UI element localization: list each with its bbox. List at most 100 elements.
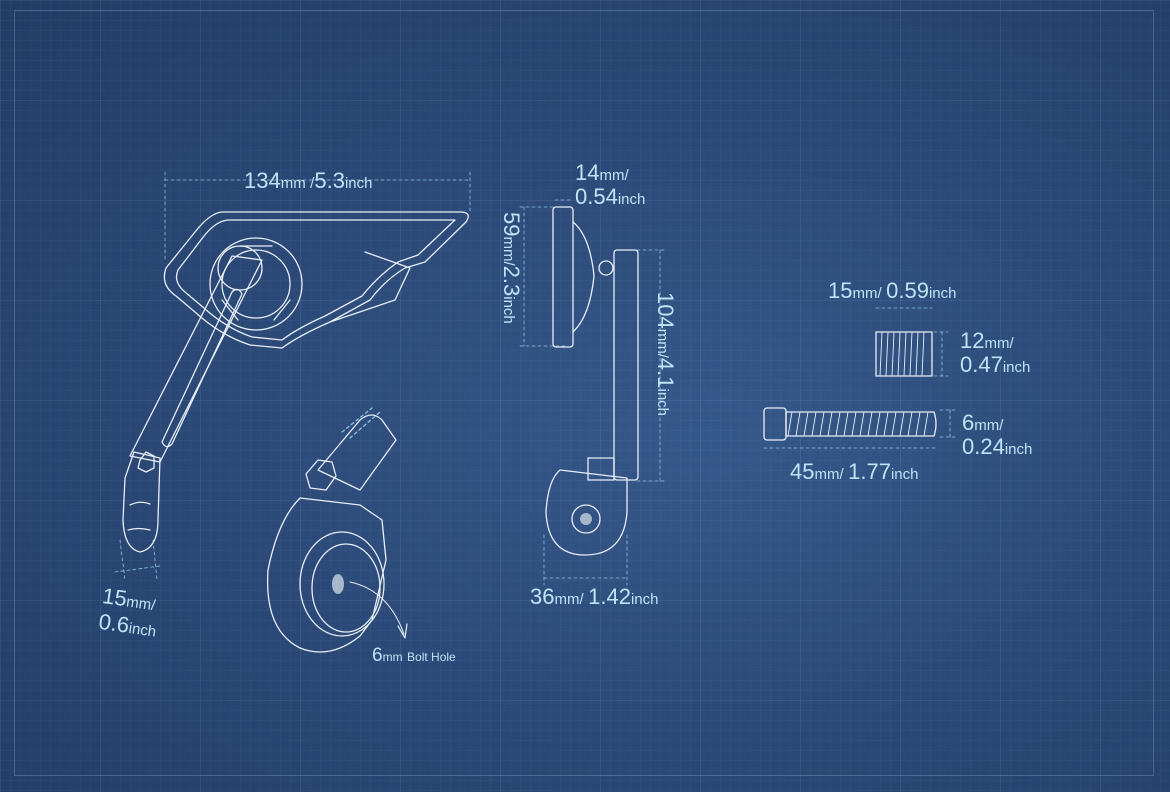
nut-dia-mm-unit: mm [852,285,878,302]
side-ball-joint [598,260,614,276]
nut-len-mm: 12 [960,328,985,353]
mirror-glass [175,219,456,341]
nut-dia-inch: 0.59 [886,278,929,303]
ball-joint [217,245,263,291]
label-arm-width: 15mm/ 0.6inch [97,583,161,641]
bolt-hole-text: Bolt Hole [407,650,456,664]
arm-height-mm: 104 [653,292,678,329]
blueprint-frame [14,10,1154,776]
bolt-head [763,407,787,441]
arm-width-sep: / [149,596,157,615]
clamp-lines [127,501,151,531]
arm-height-mm-unit: mm [654,328,671,354]
nut-len-mm-unit: mm [984,335,1010,352]
label-bolt-hole: 6mm Bolt Hole [372,646,456,665]
mirror-arm-slot [161,288,243,448]
bolt-dia-inch: 0.24 [962,434,1005,459]
mirror-mount-ring-inner [221,249,291,319]
mirror-side-back [572,221,595,333]
bolt-shaft [785,411,937,437]
depth-mm: 14 [575,160,600,185]
depth-inch: 0.54 [575,184,618,209]
arm-width-mm-unit: mm [125,593,153,614]
label-bolt-dia: 6mm/ 0.24inch [962,412,1032,458]
nut-threads [879,331,925,377]
arm-width-inch: 0.6 [97,608,131,638]
dimension-lines [114,171,957,586]
label-depth: 14mm/ 0.54inch [575,162,645,208]
width-main-inch: 5.3 [314,168,345,193]
mirror-height-mm-unit: mm [500,236,517,262]
label-width-main: 134mm /5.3inch [244,170,372,192]
bolt-len-mm-unit: mm [814,466,840,483]
side-clamp-bolt [580,513,592,525]
mirror-front-view [122,211,469,553]
mirror-housing [163,211,469,349]
mirror-mount-ring-outer [209,237,303,331]
bolt-dia-sep: / [999,417,1004,434]
nut-len-sep: / [1009,335,1014,352]
arm-height-inch: 4.1 [653,357,678,389]
mirror-shade-edge [329,251,411,323]
bolt-hole [332,574,344,594]
clamp-width-sep: / [579,591,584,608]
bolt-threads [787,411,929,437]
label-bolt-len: 45mm/ 1.77inch [790,461,918,483]
bolt-len-sep: / [839,466,844,483]
depth-sep: / [624,167,629,184]
label-nut-len: 12mm/ 0.47inch [960,330,1030,376]
depth-inch-unit: inch [617,191,646,208]
bolt-dia-mm-unit: mm [974,417,1000,434]
clamp-width-inch-unit: inch [630,591,659,608]
depth-mm-unit: mm [599,167,625,184]
bolt-len-inch-unit: inch [890,466,919,483]
clamp-detail-view [266,407,408,653]
bolt-dia-inch-unit: inch [1004,441,1033,458]
arm-width-inch-unit: inch [127,619,158,641]
label-nut-dia: 15mm/ 0.59inch [828,280,956,302]
bolt-hole-arrowhead [397,623,408,639]
bolt-hole-unit: mm [382,650,403,664]
nut-dia-sep: / [877,285,882,302]
width-main-mm-unit: mm [280,175,306,192]
width-main-mm: 134 [244,168,281,193]
bolt-hole-arrow [349,581,405,635]
nut-dia-inch-unit: inch [928,285,957,302]
bolt-dia-mm: 6 [962,410,975,435]
handlebar-stub [317,414,397,491]
mirror-arm [129,255,263,463]
mirror-height-mm: 59 [499,212,524,237]
side-clamp-ring [571,504,601,534]
dim-ext-arm-right [152,539,158,581]
arm-clamp-block [122,451,161,553]
label-arm-height: 104mm/4.1inch [653,292,678,417]
mirror-height-inch-unit: inch [500,296,517,324]
mirror-side-view [545,206,639,556]
clamp-hex-bolt [305,459,337,491]
mirror-side-glass [552,206,574,348]
nut-dia-mm: 15 [828,278,853,303]
width-main-inch-unit: inch [344,175,373,192]
bolt-hole-value: 6 [372,645,383,666]
arm-height-inch-unit: inch [654,388,671,417]
bolt-len-inch: 1.77 [848,459,891,484]
hex-bolt-head [137,451,155,473]
dim-ext-arm-left [119,539,126,581]
nut-len-inch-unit: inch [1002,359,1031,376]
mirror-height-inch: 2.3 [499,265,524,297]
clamp-width-mm-unit: mm [554,591,580,608]
dim-line-arm-width [114,565,161,573]
clamp-body [266,497,387,653]
side-arm [613,249,639,481]
side-arm-foot [587,457,615,481]
clamp-bore-outer [299,531,385,637]
hardware [763,331,937,441]
handlebar-fade [341,407,381,439]
clamp-width-mm: 36 [530,584,555,609]
label-mirror-height: 59mm/2.3inch [499,212,524,324]
label-clamp-width: 36mm/ 1.42inch [530,586,658,608]
side-clamp [545,469,628,556]
nut-len-inch: 0.47 [960,352,1003,377]
